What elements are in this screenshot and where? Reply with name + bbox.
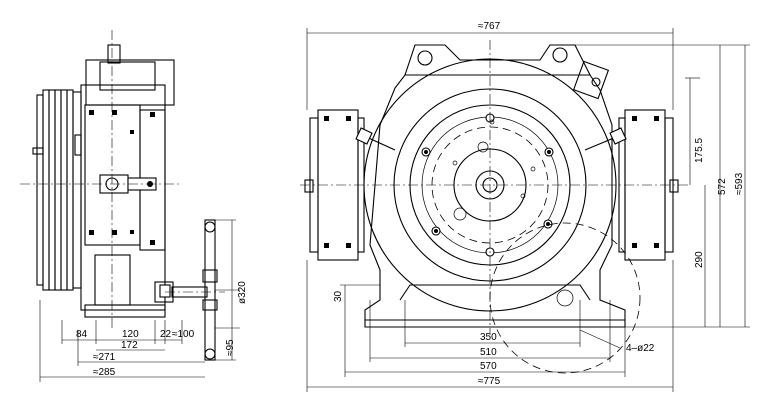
front-view: ≈767 ≈775 570 510 350 30 175.5 290 572 ≈… — [300, 21, 750, 392]
dim-95: ≈95 — [225, 339, 236, 356]
dim-285: ≈285 — [93, 367, 116, 378]
dim-84: 84 — [76, 329, 88, 340]
dim-775: ≈775 — [478, 376, 501, 387]
dim-172: 172 — [121, 340, 138, 351]
dim-22: 22 — [160, 329, 172, 340]
motor-body — [32, 44, 175, 318]
dim-290: 290 — [694, 251, 705, 268]
dim-271: ≈271 — [93, 352, 116, 363]
dim-dia-320: ø320 — [237, 281, 248, 304]
dim-100: ≈100 — [172, 329, 195, 340]
dim-510: 510 — [480, 347, 497, 358]
dim-570: 570 — [480, 361, 497, 372]
dim-30: 30 — [333, 290, 344, 302]
side-dimensions: 84 120 22 ≈100 172 ≈271 ≈285 ø320 ≈95 — [39, 219, 248, 382]
dim-350: 350 — [480, 332, 497, 343]
dim-767: ≈767 — [478, 21, 501, 32]
traction-sheave — [36, 89, 82, 291]
dim-593: ≈593 — [734, 172, 745, 195]
terminal-box — [572, 60, 610, 100]
dim-120: 120 — [122, 329, 139, 340]
dim-175-5: 175.5 — [694, 138, 705, 163]
dim-holes: 4–ø22 — [626, 343, 655, 354]
side-view: 84 120 22 ≈100 172 ≈271 ≈285 ø320 ≈95 — [20, 30, 248, 382]
front-dimensions: ≈767 ≈775 570 510 350 30 175.5 290 572 ≈… — [306, 21, 750, 392]
dim-572: 572 — [717, 178, 728, 195]
